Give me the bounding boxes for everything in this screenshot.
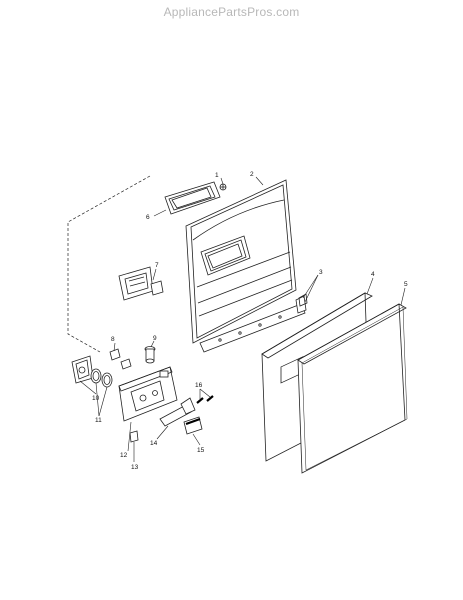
part-3-lower-hinge-bar[interactable] [199, 293, 308, 353]
part-14-latch-lever[interactable] [159, 397, 196, 427]
label-6: 6 [146, 214, 150, 221]
part-13-clip[interactable] [129, 430, 139, 443]
part-16-springs[interactable] [196, 395, 214, 404]
part-7-mounting-bracket[interactable] [118, 266, 164, 301]
label-10: 10 [92, 395, 100, 402]
label-14: 14 [150, 440, 158, 447]
label-13: 13 [131, 464, 139, 471]
label-11: 11 [95, 417, 102, 424]
label-7: 7 [155, 262, 159, 269]
part-12-dispenser-assembly[interactable] [118, 366, 178, 422]
part-9-rinse-aid-cap[interactable] [144, 346, 156, 364]
label-4: 4 [371, 271, 375, 278]
label-1: 1 [215, 172, 219, 179]
part-1-screw[interactable] [219, 183, 227, 191]
part-2-inner-door-panel[interactable] [185, 179, 297, 344]
label-9: 9 [153, 335, 157, 342]
part-8-fittings[interactable] [109, 348, 132, 370]
label-15: 15 [197, 447, 205, 454]
part-number-labels: 1 2 3 4 5 6 7 8 9 10 11 12 13 14 15 16 [92, 171, 408, 471]
watermark: AppliancePartsPros.com [163, 5, 300, 19]
part-15-latch-block[interactable] [183, 416, 203, 435]
part-10-detergent-cover[interactable] [71, 355, 94, 384]
label-3: 3 [319, 269, 323, 276]
part-11-seal-rings[interactable] [90, 368, 113, 388]
dashed-bracket [67, 175, 151, 353]
label-5: 5 [404, 281, 408, 288]
leader-lines [79, 176, 406, 462]
part-5-front-door-panel[interactable] [297, 303, 408, 474]
label-2: 2 [250, 171, 254, 178]
label-16: 16 [195, 382, 203, 389]
label-12: 12 [120, 452, 128, 459]
label-8: 8 [111, 336, 115, 343]
part-6-window-gasket[interactable] [164, 181, 221, 215]
